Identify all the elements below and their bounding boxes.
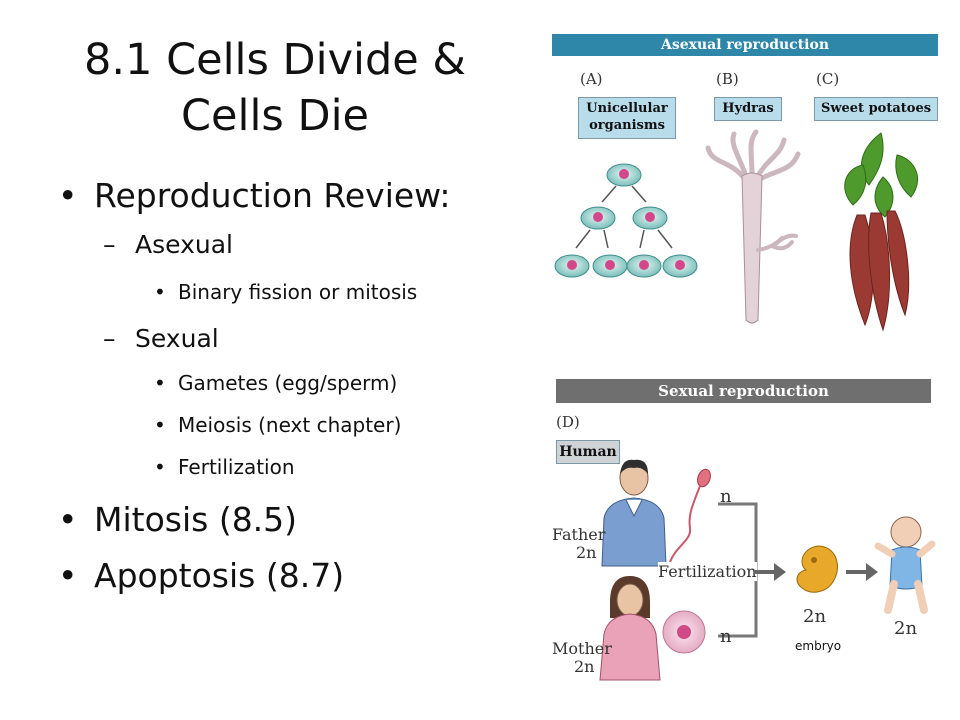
mother-ploidy: 2n [574,657,595,676]
baby-illustration [874,516,936,614]
panel-c-letter: (C) [816,70,840,88]
fertilization-label: Fertilization [658,562,757,581]
bullet-marker: • [154,455,166,479]
bullet-marker: • [154,413,166,437]
mother-label-group: Mother 2n [552,640,612,676]
cell-icon [662,254,698,278]
mother-label: Mother [552,639,612,658]
dash-marker: – [103,230,116,259]
tag-hydras: Hydras [714,97,782,121]
tag-unicellular: Unicellular organisms [578,97,676,139]
cell-division-illustration [554,163,698,278]
bullet-marker: • [58,176,78,215]
gamete-ploidy-top: n [720,486,732,507]
bullet-fertilization: Fertilization [178,455,295,479]
arrow-right-icon [754,563,786,581]
panel-b-letter: (B) [716,70,739,88]
bullet-asexual: Asexual [135,230,233,259]
father-label-group: Father 2n [552,526,605,562]
bullet-sexual: Sexual [135,324,219,353]
panel-a-letter: (A) [580,70,603,88]
mother-illustration [599,576,661,681]
bullet-marker: • [154,371,166,395]
embryo-caption: embryo [795,639,842,653]
bullet-reproduction-review: Reproduction Review: [94,176,451,215]
tag-human: Human [556,440,620,464]
tag-sweet-potatoes: Sweet potatoes [814,97,938,121]
bullet-binary-fission: Binary fission or mitosis [178,280,418,304]
asexual-header-bar: Asexual reproduction [552,34,938,56]
arrow-right-icon [846,563,878,581]
bullet-apoptosis: Apoptosis (8.7) [94,556,345,595]
bullet-gametes: Gametes (egg/sperm) [178,371,398,395]
slide-title: 8.1 Cells Divide & Cells Die [84,35,466,141]
father-label: Father [552,525,606,544]
bullet-list: • Reproduction Review: – Asexual • Binar… [58,176,451,595]
zygote-ploidy: 2n [803,606,827,627]
father-illustration [601,459,667,567]
bullet-marker: • [58,500,78,539]
gamete-ploidy-bottom: n [720,626,732,647]
cell-icon [606,163,642,187]
cell-icon [554,254,590,278]
father-ploidy: 2n [576,543,597,562]
dash-marker: – [103,324,116,353]
egg-icon [662,610,706,654]
cell-icon [632,206,668,230]
tag-unicellular-line2: organisms [589,118,665,133]
sexual-header-bar: Sexual reproduction [556,379,931,403]
panel-d-letter: (D) [556,413,580,431]
cell-icon [580,206,616,230]
hydra-illustration [705,129,801,324]
baby-ploidy: 2n [894,618,918,639]
cell-icon [592,254,628,278]
cell-icon [626,254,662,278]
bullet-marker: • [58,556,78,595]
sperm-icon [669,468,711,563]
bullet-meiosis: Meiosis (next chapter) [178,413,402,437]
sweet-potato-illustration [844,132,918,332]
bullet-mitosis: Mitosis (8.5) [94,500,298,539]
tag-unicellular-line1: Unicellular [586,101,668,116]
embryo-illustration [796,545,838,593]
bullet-marker: • [154,280,166,304]
